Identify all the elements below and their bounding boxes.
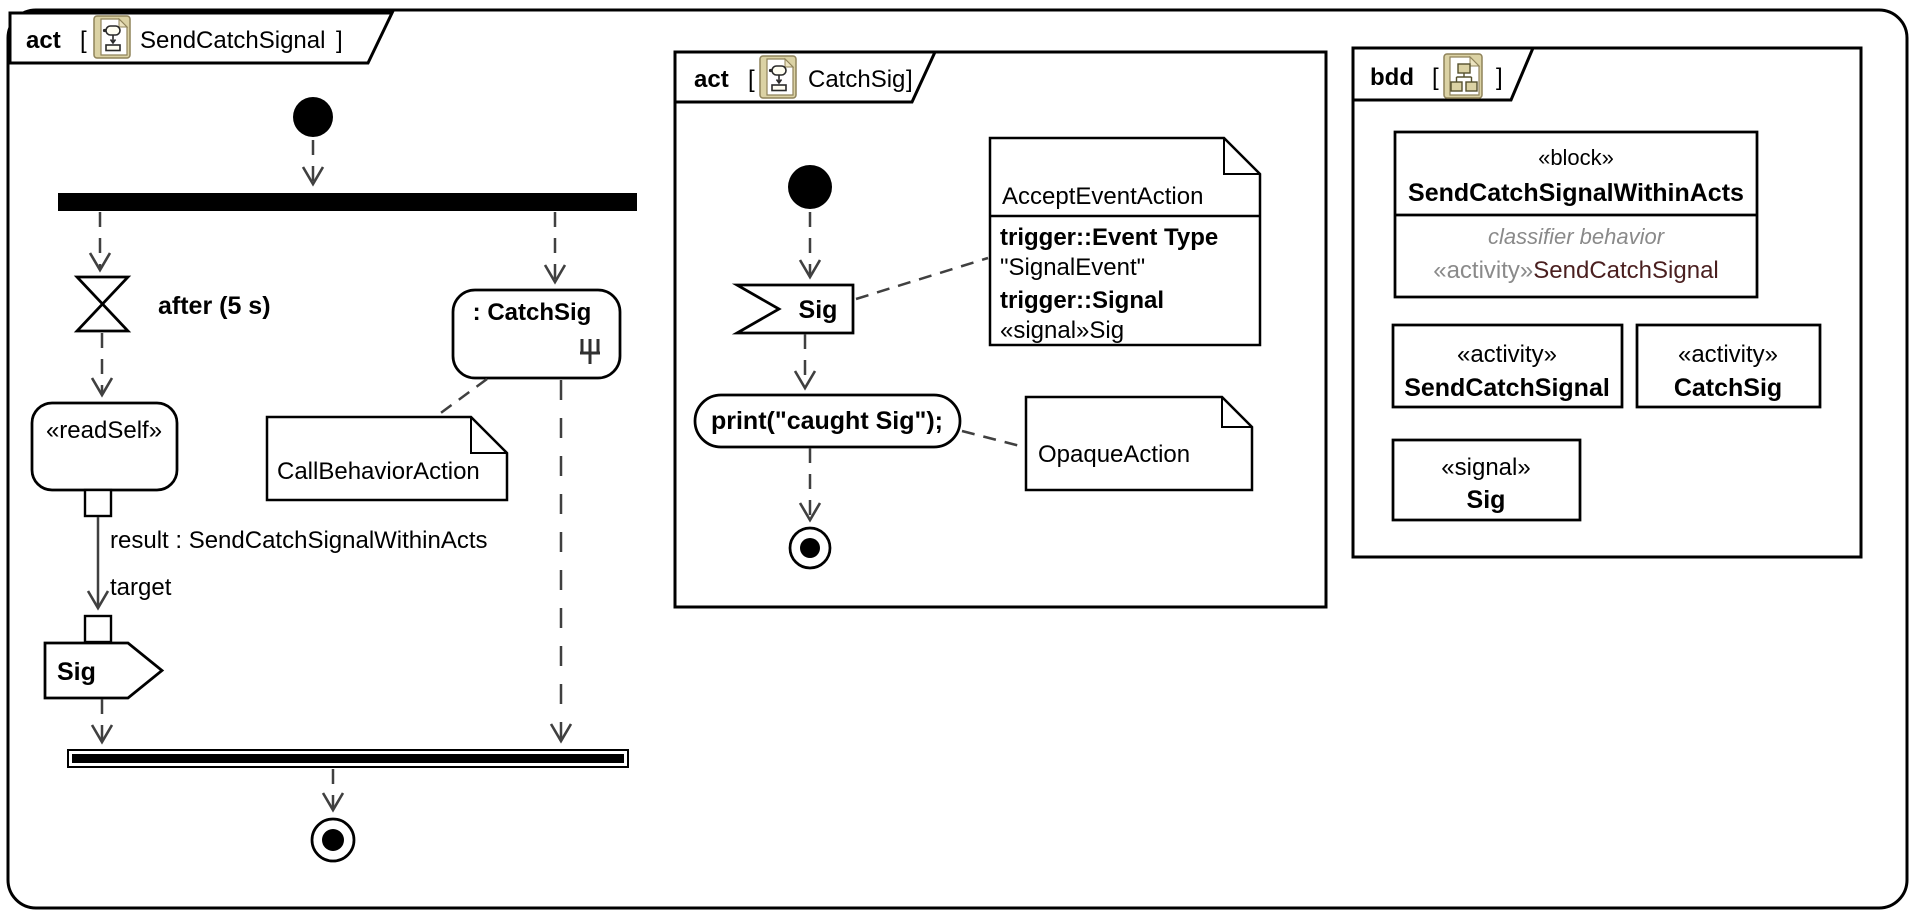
frame-kind-label: act (694, 66, 729, 93)
activity-diagram-icon (93, 15, 131, 59)
frame-lbracket: [ (80, 27, 87, 54)
frame-title: CatchSig (808, 66, 905, 93)
block-stereotype: «block» (1538, 145, 1614, 170)
send-signal-label: Sig (57, 658, 96, 686)
note-opaque-action[interactable] (1024, 395, 1254, 492)
frame-kind-label: act (26, 27, 61, 54)
frame-bdd (1351, 46, 1863, 559)
send-input-pin[interactable] (83, 614, 113, 644)
note-accept-line4: «signal»Sig (1000, 317, 1124, 344)
activity-name: SendCatchSignal (1404, 374, 1610, 402)
note-accept-title: AcceptEventAction (1002, 183, 1203, 210)
signal-stereotype: «signal» (1441, 454, 1530, 481)
accept-event-action-sig[interactable] (731, 283, 855, 335)
activity-box-catchsig[interactable] (1635, 323, 1822, 409)
timer-label: after (5 s) (158, 292, 271, 320)
initial-node[interactable] (788, 165, 832, 209)
send-signal-action[interactable] (43, 641, 165, 700)
activity-diagram-icon (759, 55, 797, 99)
frame-lbracket: [ (1432, 64, 1439, 91)
note-accept-line2: "SignalEvent" (1000, 254, 1145, 281)
signal-name: Sig (1467, 486, 1506, 514)
note-opaque-text: OpaqueAction (1038, 441, 1190, 468)
object-flow-result-label: result : SendCatchSignalWithinActs (110, 527, 488, 554)
activity-stereotype: «activity» (1457, 341, 1557, 368)
note-anchor-opaque[interactable] (961, 429, 1025, 449)
join-node-bar (72, 754, 624, 763)
frame-act-sendcatchsignal (6, 8, 1909, 910)
activity-final-node-core (322, 829, 344, 851)
frame-lbracket: [ (748, 66, 755, 93)
activity-box-sendcatchsignal[interactable] (1391, 323, 1624, 409)
frame-rbracket: ] (1496, 64, 1503, 91)
note-accept-event[interactable] (988, 136, 1262, 347)
activity-stereotype: «activity» (1678, 341, 1778, 368)
object-flow-target-label: target (110, 574, 172, 601)
opaque-action-print[interactable] (693, 393, 962, 449)
bdd-diagram-icon (1443, 53, 1483, 99)
block-classifier-behavior: «activity»SendCatchSignal (1433, 257, 1719, 284)
frame-rbracket: ] (906, 66, 913, 93)
frame-rbracket: ] (336, 27, 343, 54)
block-behavior-compartment-label: classifier behavior (1488, 224, 1666, 249)
behavior-name: SendCatchSignal (1533, 257, 1718, 284)
note-callbehavior-text: CallBehaviorAction (277, 458, 480, 485)
note-opaque-fold (1221, 397, 1252, 428)
frame-tab-act-catchsig[interactable] (673, 50, 938, 104)
block-name: SendCatchSignalWithinActs (1408, 179, 1744, 207)
initial-node[interactable] (293, 97, 333, 137)
fork-node[interactable] (58, 193, 637, 211)
note-callbehavior[interactable] (265, 415, 509, 502)
rake-icon (580, 339, 600, 364)
print-action-label: print("caught Sig"); (711, 407, 943, 435)
call-behavior-label: : CatchSig (473, 299, 592, 326)
accept-time-event-hourglass[interactable] (73, 275, 132, 333)
note-anchor-accept[interactable] (855, 256, 989, 301)
behavior-stereotype: «activity» (1433, 257, 1533, 284)
frame-kind-label: bdd (1370, 64, 1414, 91)
note-anchor-callbehavior[interactable] (437, 377, 488, 417)
activity-final-node-core (800, 538, 820, 558)
note-callbehavior-fold (470, 417, 507, 454)
note-accept-line3: trigger::Signal (1000, 287, 1164, 314)
signal-box-sig[interactable] (1391, 438, 1582, 522)
call-behavior-action-catchsig[interactable] (451, 288, 622, 380)
frame-act-catchsig (673, 50, 1328, 609)
frame-tab-bdd[interactable] (1351, 46, 1536, 102)
frame-title: SendCatchSignal (140, 27, 325, 54)
note-accept-event-fold (1223, 138, 1260, 175)
note-accept-line1: trigger::Event Type (1000, 224, 1218, 251)
readself-output-pin[interactable] (83, 488, 113, 518)
readself-label: «readSelf» (46, 417, 162, 444)
accept-event-label: Sig (799, 296, 838, 324)
activity-name: CatchSig (1674, 374, 1782, 402)
